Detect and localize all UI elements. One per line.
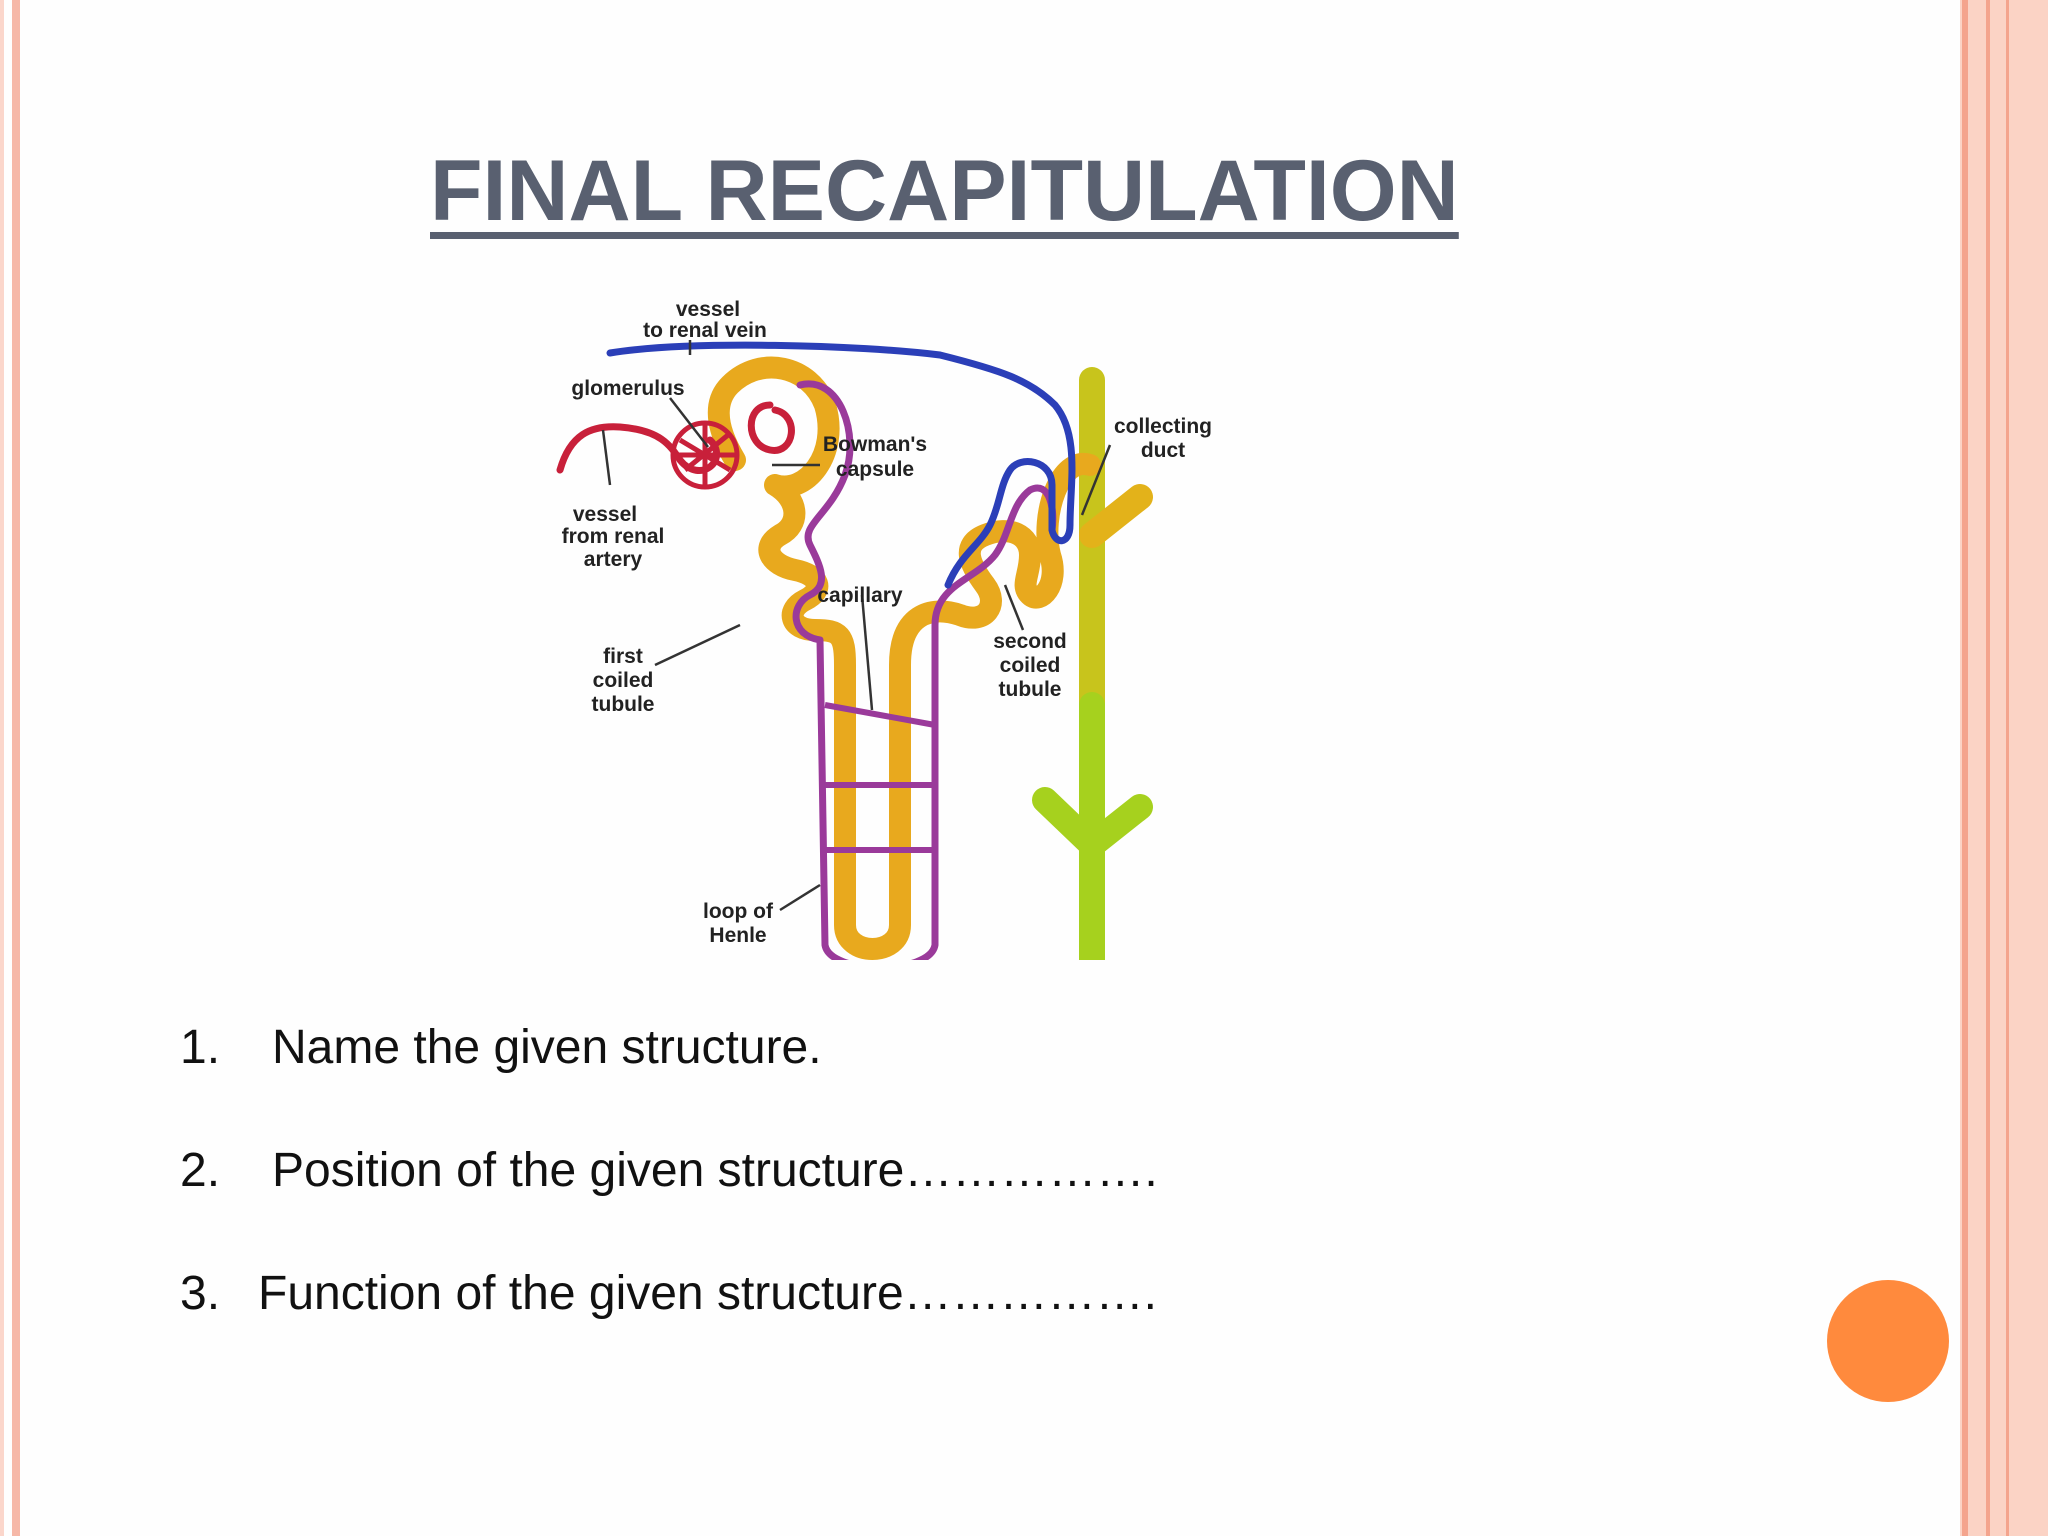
label-capillary: capillary	[817, 584, 903, 607]
label-vein-1: vessel	[676, 298, 740, 321]
diagram-labels: vessel to renal vein glomerulus Bowman's…	[562, 298, 1212, 947]
question-3-number: 3.	[180, 1267, 221, 1320]
nephron-tubule	[707, 356, 1101, 960]
question-2-text: Position of the given structure…………….	[272, 1144, 1158, 1197]
decorative-orange-circle	[1827, 1280, 1949, 1402]
slide-border-left-outer	[0, 0, 4, 1536]
label-first-3: tubule	[592, 693, 655, 716]
label-collecting-2: duct	[1141, 439, 1185, 462]
question-1-text: Name the given structure.	[272, 1021, 822, 1074]
label-loop-2: Henle	[709, 924, 766, 947]
label-glomerulus: glomerulus	[571, 377, 684, 400]
label-first-1: first	[603, 645, 643, 668]
label-bowmans-2: capsule	[836, 458, 914, 481]
renal-vein-vessel	[606, 341, 1076, 589]
slide-border-right-line	[2006, 0, 2009, 1536]
question-2-number: 2.	[180, 1144, 221, 1197]
label-first-2: coiled	[593, 669, 654, 692]
label-artery-1: vessel	[573, 503, 637, 526]
label-loop-1: loop of	[703, 900, 774, 923]
capillary-network	[792, 380, 1057, 960]
nephron-diagram: vessel to renal vein glomerulus Bowman's…	[556, 298, 1212, 960]
question-3: 3. Function of the given structure…………….	[180, 1266, 1157, 1321]
renal-artery-vessel	[556, 401, 795, 474]
capillary-rungs	[824, 702, 936, 853]
slide-border-left	[12, 0, 20, 1536]
label-artery-2: from renal	[562, 525, 665, 548]
question-2: 2. Position of the given structure…………….	[180, 1143, 1158, 1198]
label-artery-3: artery	[584, 548, 643, 571]
question-1: 1. Name the given structure.	[180, 1020, 822, 1075]
label-collecting-1: collecting	[1114, 415, 1212, 438]
label-bowmans-1: Bowman's	[823, 433, 927, 456]
slide-border-right-line	[1986, 0, 1990, 1536]
slide-border-right	[1960, 0, 2048, 1536]
slide-title: FINAL RECAPITULATION	[430, 143, 1459, 239]
glomerulus-knot	[670, 420, 740, 490]
question-3-text: Function of the given structure…………….	[258, 1267, 1158, 1320]
label-leaders	[601, 340, 1112, 912]
collecting-duct	[1032, 367, 1153, 960]
label-vein-2: to renal vein	[643, 319, 767, 342]
label-second-1: second	[993, 630, 1067, 653]
slide-border-right-line	[1962, 0, 1968, 1536]
question-1-number: 1.	[180, 1021, 221, 1074]
label-second-2: coiled	[1000, 654, 1061, 677]
label-second-3: tubule	[999, 678, 1062, 701]
